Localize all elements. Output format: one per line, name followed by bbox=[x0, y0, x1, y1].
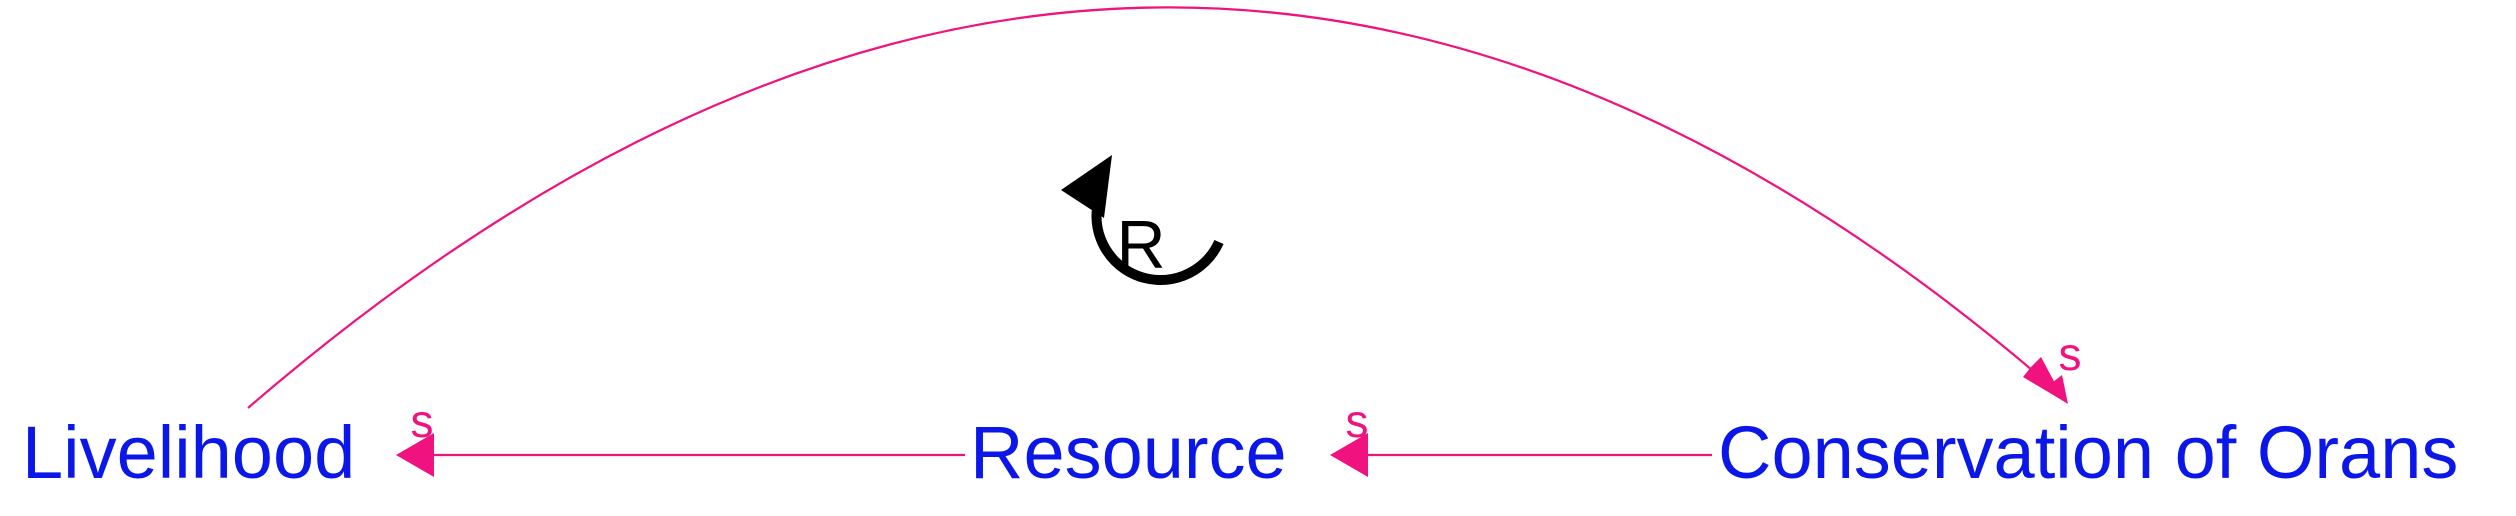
counterclockwise-loop-arrow-icon bbox=[1091, 187, 1224, 285]
loop-type-label: R bbox=[1116, 207, 1165, 283]
arrowhead-icon bbox=[396, 433, 434, 477]
polarity-label: s bbox=[411, 395, 434, 447]
polarity-label: s bbox=[2059, 328, 2082, 380]
node-resource: Resource bbox=[970, 411, 1287, 494]
link-curve bbox=[247, 6, 2047, 409]
arrowhead-icon bbox=[1061, 155, 1112, 218]
polarity-label: s bbox=[1346, 395, 1369, 447]
link-livelihood-to-conservation bbox=[247, 6, 2068, 409]
link-conservation-to-resource bbox=[1330, 433, 1712, 477]
arrowhead-icon bbox=[1330, 433, 1368, 477]
arrowhead-icon bbox=[2044, 375, 2068, 404]
node-conservation-of-orans: Conservation of Orans bbox=[1718, 411, 2458, 494]
node-livelihood: Livelihood bbox=[22, 411, 355, 494]
link-resource-to-livelihood bbox=[396, 433, 965, 477]
loop-indicator: R bbox=[1061, 155, 1224, 285]
